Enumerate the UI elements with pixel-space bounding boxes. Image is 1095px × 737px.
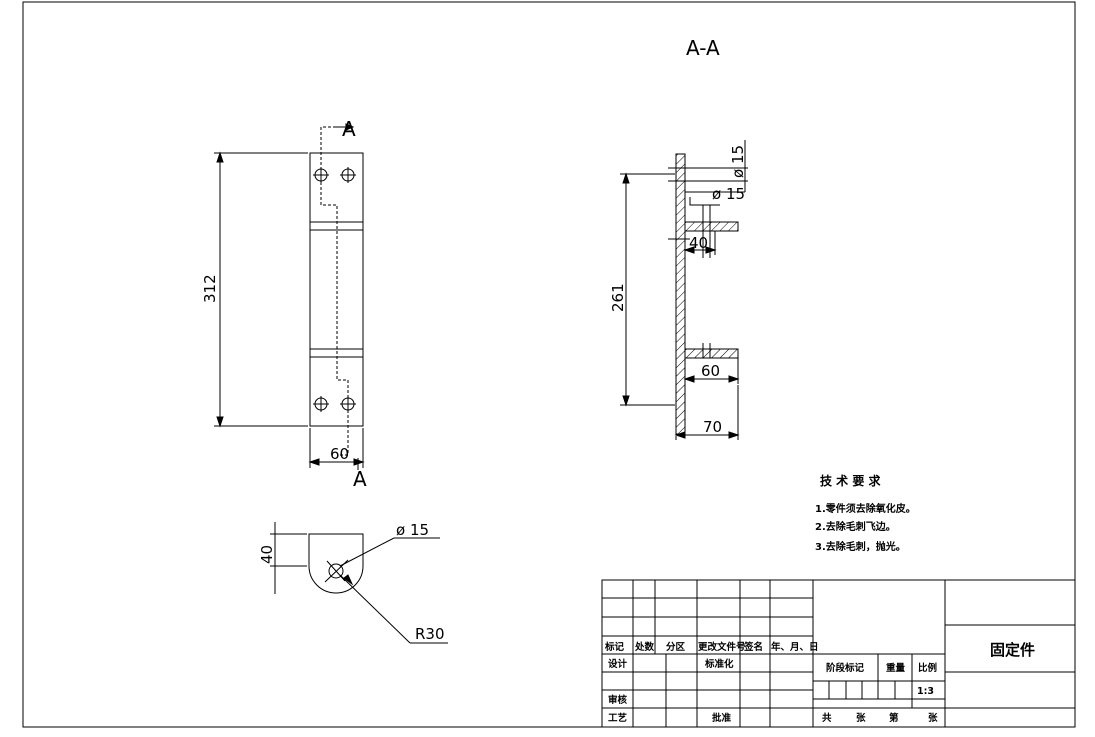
front-view [214,123,365,470]
tb-approve: 批准 [712,712,732,724]
tb-sheet-unit: 张 [856,712,866,724]
tb-page: 第 [889,712,899,724]
section-marker-bottom: A [353,467,367,491]
notes-item-3: 3.去除毛刺，抛光。 [815,540,906,553]
bottom-view-outline [308,533,364,594]
section-offset-dim: 40 [689,234,708,252]
section-plate [675,153,686,435]
tb-header-sign: 签名 [743,641,763,653]
tb-scale-value: 1:3 [917,686,934,697]
tb-header-count: 处数 [634,641,655,653]
title-block [601,579,1076,728]
front-view-outline [309,152,364,427]
bottom-view [270,522,448,644]
tb-header-mark: 标记 [604,641,625,653]
tb-total: 共 [822,712,832,724]
notes-title: 技 术 要 求 [820,473,882,488]
front-height-dim: 312 [201,274,219,303]
notes-item-1: 1.零件须去除氧化皮。 [815,502,916,515]
section-title: A-A [686,36,720,60]
section-cut-line [320,126,349,456]
tb-sheet-unit-2: 张 [928,712,938,724]
section-total-dim: 70 [703,418,722,436]
section-hole-dim-1: ø 15 [729,145,747,178]
tb-header-doc: 更改文件号 [698,641,746,653]
front-view-holes [313,167,356,412]
bottom-radius-dim: R30 [415,625,445,643]
notes-item-2: 2.去除毛刺飞边。 [815,520,896,533]
bottom-height-dim: 40 [258,545,276,564]
tb-header-zone: 分区 [666,641,686,653]
section-hole-dim-2: ø 15 [712,185,745,203]
front-width-dim: 60 [330,445,349,463]
section-flange-dim: 60 [701,362,720,380]
tb-part-name: 固定件 [990,641,1035,659]
tb-process: 工艺 [608,712,628,724]
tb-design: 设计 [608,658,628,670]
bottom-view-hole [328,563,344,579]
tb-scale: 比例 [918,662,937,674]
sheet-border [22,1,1076,728]
tb-stage-mark: 阶段标记 [826,662,865,674]
tb-review: 审核 [608,694,628,706]
tb-header-date: 年、月、日 [771,641,819,653]
section-view [620,140,748,440]
tb-standardize: 标准化 [704,658,734,670]
section-flange-upper [684,221,739,232]
section-flange-lower [684,348,739,359]
bottom-hole-dim: ø 15 [396,521,429,539]
tb-weight: 重量 [886,662,906,674]
section-height-dim: 261 [609,283,627,312]
section-marker-top: A [342,117,356,141]
